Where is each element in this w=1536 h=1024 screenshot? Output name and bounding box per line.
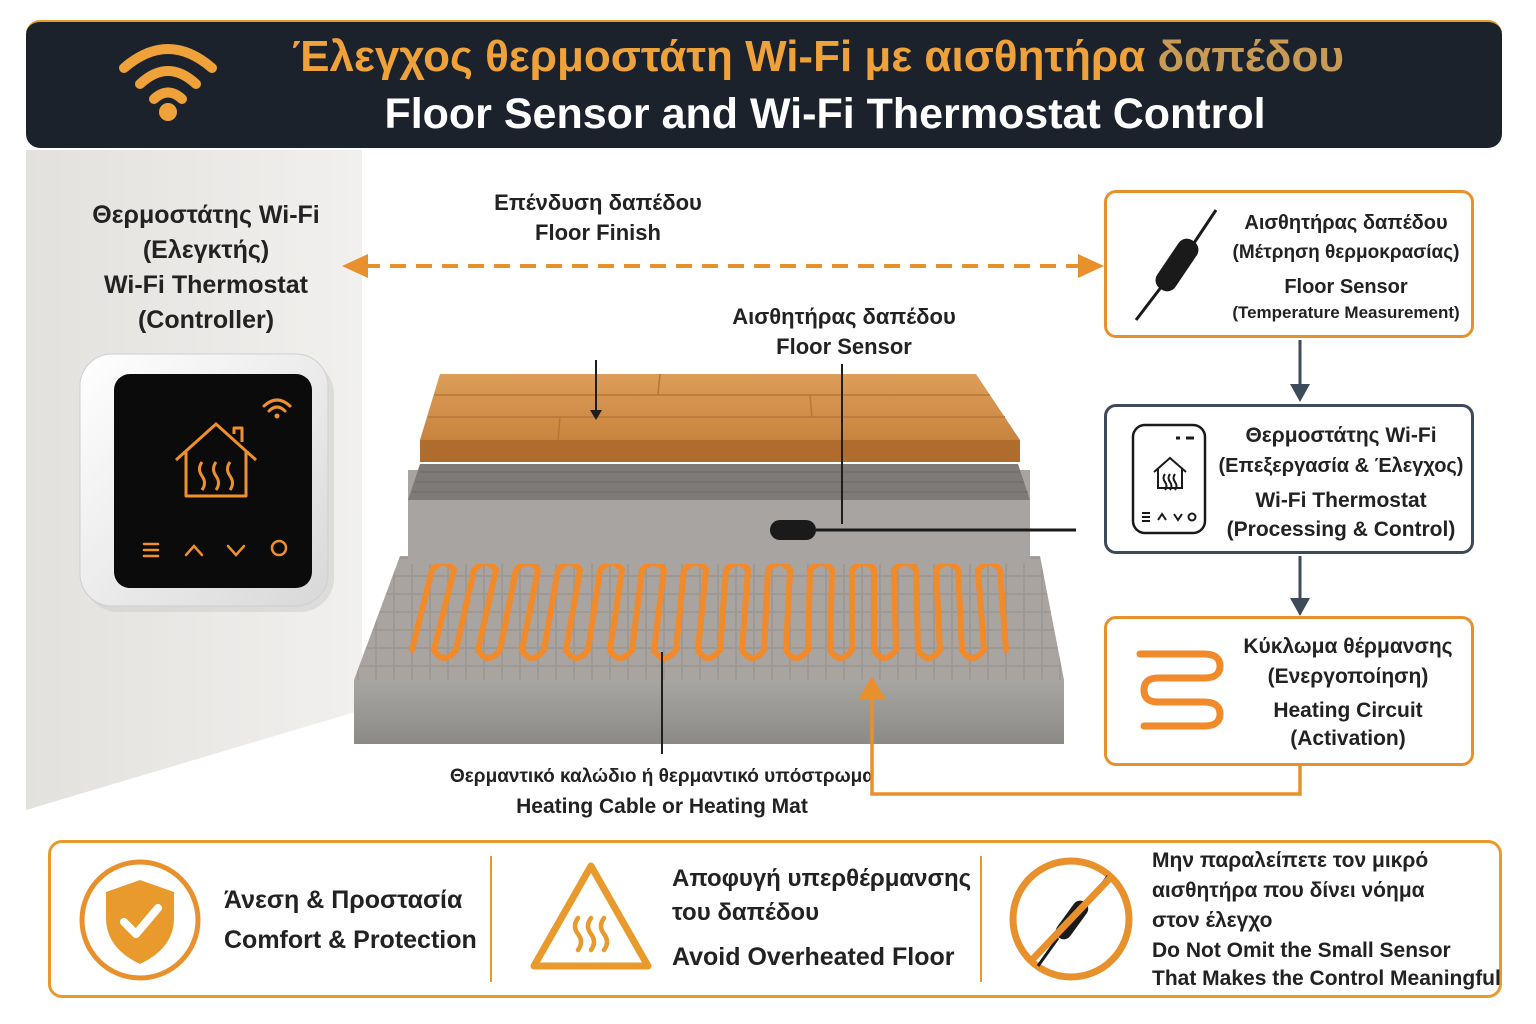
benefit-2-gr-2: αισθητήρα που δίνει νόημα <box>1152 879 1425 902</box>
wood-floor-finish <box>420 374 1020 440</box>
activation-return-arrow <box>858 676 1302 796</box>
benefit-sensor-text: Μην παραλείπετε τον μικρό αισθητήρα που … <box>1152 846 1501 994</box>
wifi-icon <box>119 44 217 121</box>
controller-label-gr-1: Θερμοστάτης Wi-Fi <box>92 201 320 229</box>
flow-1-en-sub: (Processing & Control) <box>1226 518 1456 541</box>
benefit-0-en: Comfort & Protection <box>224 926 477 954</box>
benefits-panel <box>48 840 1502 998</box>
page-title-english: Floor Sensor and Wi-Fi Thermostat Contro… <box>384 90 1266 138</box>
benefit-0-gr: Άνεση & Προστασία <box>224 886 463 914</box>
benefit-comfort-text: Άνεση & Προστασία Comfort & Protection <box>224 880 477 960</box>
up-arrow-icon <box>184 544 204 557</box>
heating-circuit-card-text: Κύκλωμα θέρμανσης (Ενεργοποίηση) Heating… <box>1226 632 1470 754</box>
floor-sensor-card-text: Αισθητήρας δαπέδου (Μέτρηση θερμοκρασίας… <box>1222 208 1470 328</box>
flow-0-gr-sub: (Μέτρηση θερμοκρασίας) <box>1232 242 1460 263</box>
shield-check-icon <box>79 859 201 981</box>
flow-2-en-title: Heating Circuit <box>1273 699 1423 722</box>
no-sensor-icon <box>1009 857 1133 981</box>
flow-arrow-down-2 <box>1290 556 1310 616</box>
thermostat-device <box>79 353 334 612</box>
flow-0-en-sub: (Temperature Measurement) <box>1232 303 1460 322</box>
title-greek-highlight: δαπέδου <box>1157 32 1344 81</box>
controller-label-en-2: (Controller) <box>137 306 275 334</box>
heating-coil-icon <box>1136 650 1224 730</box>
controller-label: Θερμοστάτης Wi-Fi (Ελεγκτής) Wi-Fi Therm… <box>56 198 356 338</box>
flow-2-gr-sub: (Ενεργοποίηση) <box>1267 665 1429 688</box>
benefit-2-gr-1: Μην παραλείπετε τον μικρό <box>1152 849 1429 872</box>
floor-sensor-label-en: Floor Sensor <box>776 334 912 359</box>
heating-mat-layer <box>354 556 1064 680</box>
heating-cable-label-gr: Θερμαντικό καλώδιο ή θερμαντικό υπόστρωμ… <box>450 766 874 787</box>
power-icon <box>270 539 288 557</box>
flow-1-en-title: Wi-Fi Thermostat <box>1255 489 1427 512</box>
flow-arrow-down-1 <box>1290 340 1310 402</box>
controller-label-en-1: Wi-Fi Thermostat <box>104 271 308 299</box>
heat-warning-icon <box>530 862 652 970</box>
thermostat-icon <box>1131 423 1207 535</box>
benefit-1-gr-1: Αποφυγή υπερθέρμανσης <box>672 865 972 892</box>
heating-cable-label-en: Heating Cable or Heating Mat <box>516 795 808 818</box>
benefit-overheat-text: Αποφυγή υπερθέρμανσης του δαπέδου Avoid … <box>672 862 971 974</box>
floor-sensor-label-gr: Αισθητήρας δαπέδου <box>732 304 956 329</box>
flow-1-gr-title: Θερμοστάτης Wi-Fi <box>1245 424 1437 447</box>
floor-finish-label-en: Floor Finish <box>535 220 661 245</box>
menu-icon <box>142 542 160 558</box>
flow-2-en-sub: (Activation) <box>1290 727 1406 750</box>
header-bar <box>26 20 1502 148</box>
floor-sensor-label: Αισθητήρας δαπέδου Floor Sensor <box>694 302 994 362</box>
benefit-2-en-2: That Makes the Control Meaningful <box>1152 967 1501 990</box>
flow-0-en-title: Floor Sensor <box>1284 276 1408 298</box>
title-greek-main: Έλεγχος θερμοστάτη Wi-Fi με αισθητήρα <box>292 32 1158 81</box>
controller-label-gr-2: (Ελεγκτής) <box>142 236 270 264</box>
heating-circuit-card <box>1104 616 1474 766</box>
wireless-link-arrow <box>342 254 1104 278</box>
page-title-greek: Έλεγχος θερμοστάτη Wi-Fi με αισθητήρα δα… <box>292 32 1392 82</box>
flow-0-gr-title: Αισθητήρας δαπέδου <box>1244 212 1448 234</box>
benefit-2-gr-3: στον έλεγχο <box>1152 909 1273 932</box>
flow-2-gr-title: Κύκλωμα θέρμανσης <box>1243 635 1453 658</box>
flow-1-gr-sub: (Επεξεργασία & Έλεγχος) <box>1218 455 1464 477</box>
benefit-1-gr-2: του δαπέδου <box>672 899 820 926</box>
benefit-2-en-1: Do Not Omit the Small Sensor <box>1152 939 1451 962</box>
divider <box>980 856 982 982</box>
floor-finish-label-gr: Επένδυση δαπέδου <box>494 190 702 215</box>
floor-layers-diagram <box>354 360 1076 754</box>
floor-finish-label: Επένδυση δαπέδου Floor Finish <box>450 188 746 248</box>
down-arrow-icon <box>226 544 246 557</box>
divider <box>490 856 492 982</box>
floor-sensor-icon <box>1134 209 1218 321</box>
benefit-1-en: Avoid Overheated Floor <box>672 943 955 971</box>
heating-cable-label: Θερμαντικό καλώδιο ή θερμαντικό υπόστρωμ… <box>442 762 882 822</box>
thermostat-card-text: Θερμοστάτης Wi-Fi (Επεξεργασία & Έλεγχος… <box>1212 420 1470 545</box>
floor-sensor-probe <box>770 520 816 540</box>
